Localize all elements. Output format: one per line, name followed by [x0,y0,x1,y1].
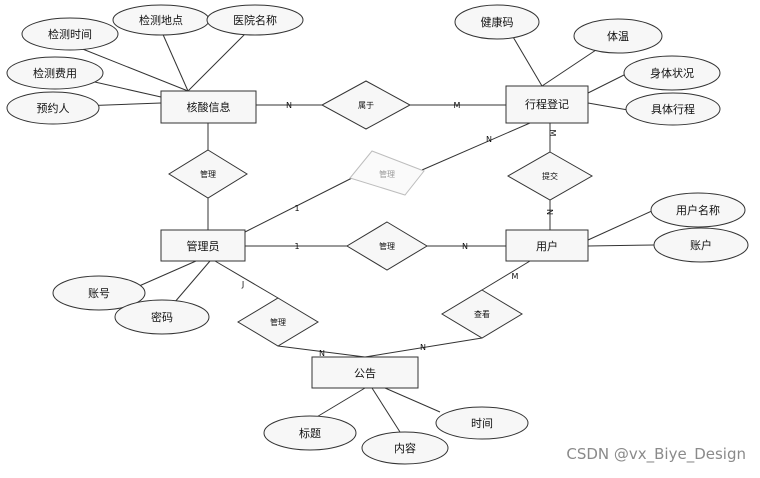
line-nucleic-test-site [160,29,189,92]
relationship-manage-notice[interactable]: 管理 [237,297,319,347]
attribute-health-code-label: 健康码 [481,15,514,29]
entity-nucleic-label: 核酸信息 [187,100,231,114]
entity-user[interactable]: 用户 [505,229,589,262]
relationship-manage-user-label: 管理 [379,241,395,251]
relationship-manage-nucleic[interactable]: 管理 [168,149,248,199]
line-manage-notice-notice [277,345,366,358]
attribute-test-fee-label: 检测费用 [33,66,77,80]
attribute-time-label: 时间 [471,417,493,430]
line-user-account [587,244,655,247]
relationship-manage-nucleic-label: 管理 [200,169,216,179]
card-notice-user: N [420,343,426,352]
attribute-user-account[interactable]: 账户 [653,227,749,263]
attribute-content[interactable]: 内容 [361,431,449,465]
attribute-temperature-label: 体温 [607,29,629,43]
attribute-body-status-label: 身体状况 [650,66,694,80]
attribute-hospital-label: 医院名称 [233,13,277,27]
attribute-title[interactable]: 标题 [263,415,357,451]
card-trip-submit: M [548,130,557,137]
attribute-username-label: 用户名称 [676,203,720,217]
attribute-admin-account[interactable]: 账号 [52,275,146,311]
line-trip-itinerary [587,102,629,111]
relationship-submit[interactable]: 提交 [506,151,594,201]
relationship-view-notice[interactable]: 查看 [441,289,523,339]
line-notice-title [309,387,366,422]
watermark: CSDN @vx_Biye_Design [566,445,746,464]
connectors [52,24,655,433]
line-nucleic-hospital [187,29,250,92]
attribute-time[interactable]: 时间 [435,406,529,440]
attribute-reserver-label: 预约人 [37,102,70,115]
relationship-view-trip[interactable]: 管理 [349,150,425,196]
line-user-username [587,209,655,241]
entity-notice-label: 公告 [354,367,376,380]
line-view-trip [421,122,531,171]
line-notice-time [384,387,441,413]
attribute-body-status[interactable]: 身体状况 [623,55,721,91]
attribute-password-label: 密码 [151,310,173,324]
attribute-health-code[interactable]: 健康码 [454,4,540,40]
attribute-title-label: 标题 [299,426,321,440]
entity-trip-label: 行程登记 [525,97,569,111]
line-nucleic-test-time [69,43,189,92]
entity-admin[interactable]: 管理员 [160,229,246,262]
line-notice-content [371,387,401,433]
attribute-test-fee[interactable]: 检测费用 [6,56,104,90]
card-user-notice: M [512,272,519,281]
card-trip-belongs: M [454,101,461,110]
card-admin-user: 1 [294,242,299,251]
card-user-submit: N [546,209,555,215]
relationship-manage-user[interactable]: 管理 [346,221,428,271]
card-trip-view: N [486,135,492,144]
attribute-test-site-label: 检测地点 [139,13,183,27]
attribute-test-time[interactable]: 检测时间 [21,17,119,51]
attribute-reserver[interactable]: 预约人 [6,91,100,125]
relationship-submit-label: 提交 [542,171,558,181]
attribute-password[interactable]: 密码 [114,299,210,335]
attribute-user-account-label: 账户 [690,238,712,252]
attribute-test-site[interactable]: 检测地点 [112,4,210,36]
line-admin-view [244,177,353,233]
entity-trip[interactable]: 行程登记 [505,85,589,124]
card-user-admin: N [462,242,468,251]
entity-nucleic[interactable]: 核酸信息 [160,90,257,124]
attribute-username[interactable]: 用户名称 [650,192,746,228]
relationship-view-notice-label: 查看 [474,309,490,319]
attribute-hospital[interactable]: 医院名称 [206,4,304,36]
cardinality-labels: N M 1 N M N 1 N J N M N [241,101,557,358]
line-trip-body-status [587,73,627,94]
card-nucleic-belongs: N [286,101,292,110]
line-admin-account [129,260,197,291]
entity-admin-label: 管理员 [187,239,220,253]
relationship-manage-notice-label: 管理 [270,317,286,327]
attribute-temperature[interactable]: 体温 [573,18,663,54]
card-admin-view: 1 [294,204,299,213]
attribute-content-label: 内容 [394,441,416,455]
attribute-admin-account-label: 账号 [88,287,110,300]
card-admin-notice: J [241,280,244,289]
relationship-belongs[interactable]: 属于 [320,80,412,130]
attribute-test-time-label: 检测时间 [48,27,92,41]
line-view-notice-notice [364,337,483,358]
card-notice-admin: N [319,349,325,358]
line-admin-password [173,260,211,304]
entity-user-label: 用户 [536,239,558,253]
entity-notice[interactable]: 公告 [311,356,419,389]
line-user-view-notice [481,260,531,291]
relationship-view-trip-label: 管理 [379,169,395,179]
relationship-belongs-label: 属于 [358,101,374,110]
attribute-itinerary[interactable]: 具体行程 [625,92,721,126]
line-admin-manage-notice [214,260,279,299]
attribute-itinerary-label: 具体行程 [651,102,695,116]
